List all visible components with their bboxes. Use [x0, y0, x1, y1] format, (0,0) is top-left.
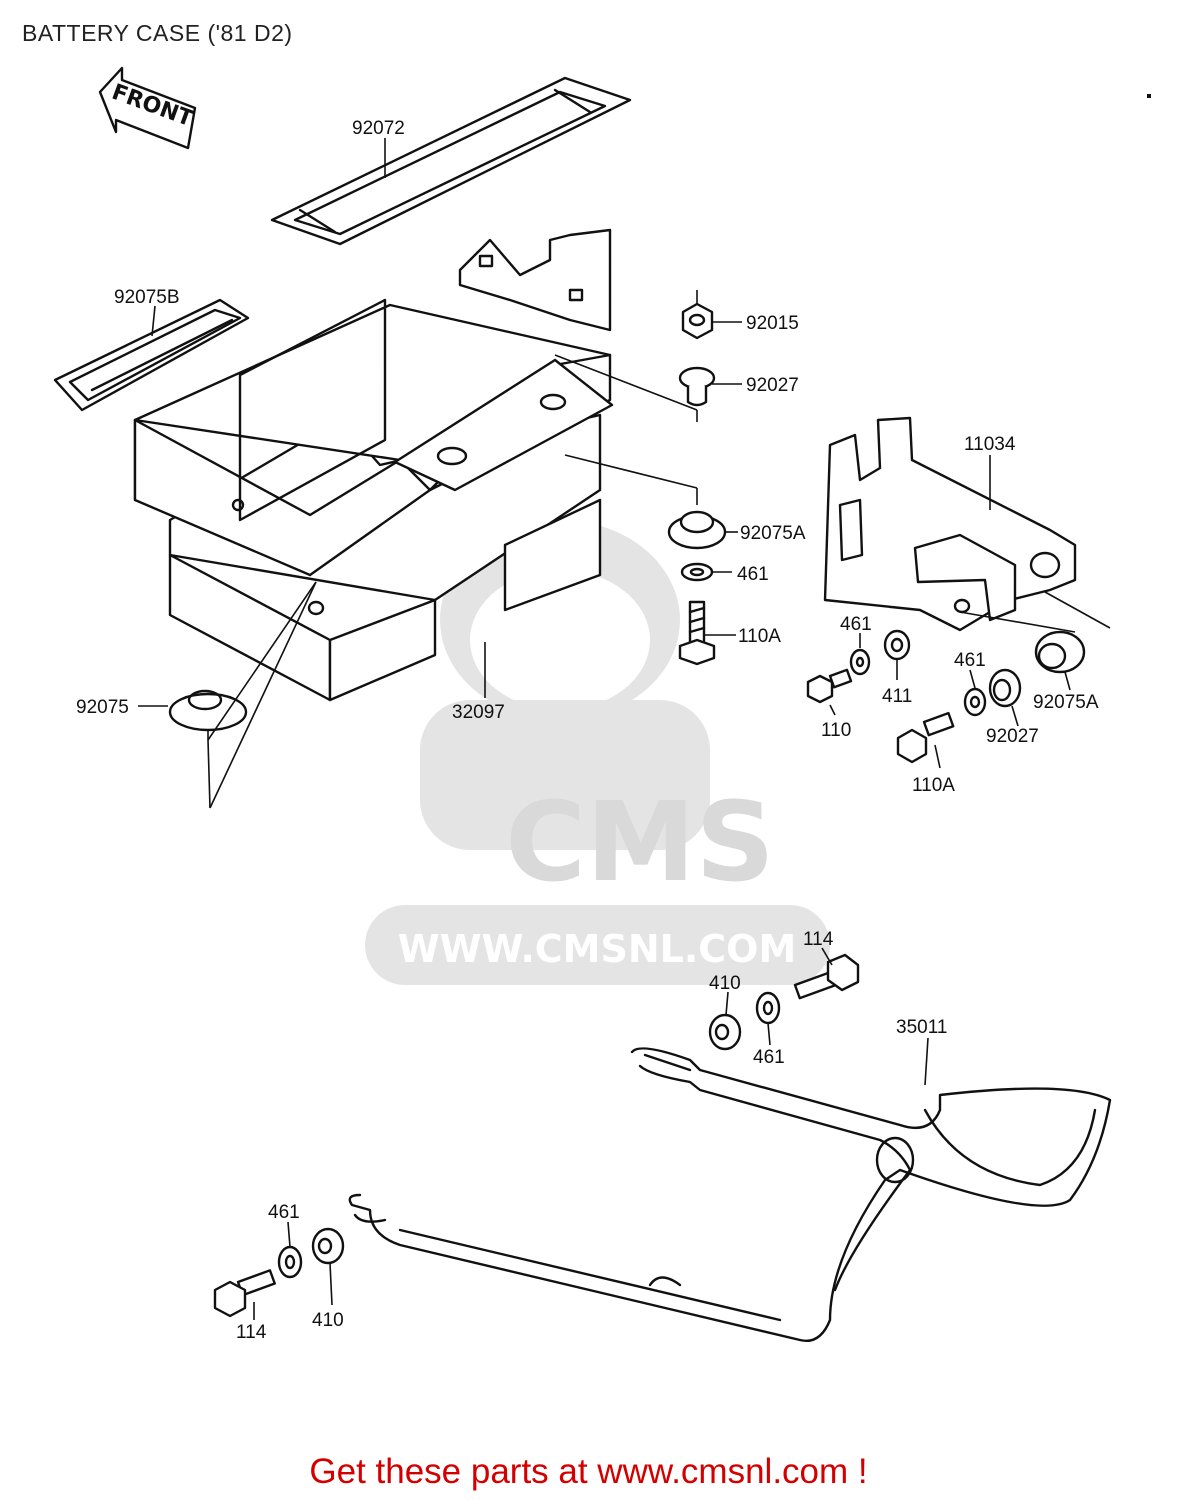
- rubber-pad-92075b: [53, 298, 250, 412]
- label-461-left: 461: [737, 564, 769, 585]
- washer-461-lower: [277, 1245, 303, 1279]
- label-92075: 92075: [76, 697, 129, 718]
- label-92075a-right: 92075A: [1033, 692, 1099, 713]
- label-110a-right: 110A: [912, 775, 955, 796]
- washer-411: [883, 629, 911, 661]
- label-92027-upper: 92027: [746, 375, 799, 396]
- label-114-upper: 114: [803, 929, 834, 950]
- label-461-lower: 461: [268, 1202, 300, 1223]
- label-11034: 11034: [964, 434, 1016, 455]
- front-direction-arrow: FRONT: [98, 66, 197, 150]
- rubber-mount-92075: [168, 689, 248, 732]
- battery-case: [133, 228, 614, 702]
- leader-lines: [138, 138, 1111, 1320]
- bolt-110a-right: [896, 711, 955, 764]
- washer-410-lower: [311, 1227, 345, 1265]
- label-461-upper: 461: [753, 1047, 785, 1068]
- label-114-lower: 114: [236, 1322, 267, 1343]
- label-35011: 35011: [896, 1017, 947, 1038]
- label-461-right-a: 461: [840, 614, 872, 635]
- grommet-92075a-right: [1034, 630, 1086, 674]
- bolt-110: [806, 668, 853, 704]
- bracket-11034: [823, 416, 1077, 632]
- washer-461-right-b: [963, 687, 987, 717]
- mount-nut-92015: [681, 290, 714, 340]
- label-92027-lower: 92027: [986, 726, 1039, 747]
- collar-92027-lower: [988, 668, 1022, 708]
- washer-461-upper: [755, 991, 781, 1025]
- footer-cta-link[interactable]: Get these parts at www.cmsnl.com !: [309, 1452, 868, 1491]
- bolt-114-lower: [213, 1269, 276, 1318]
- label-92075b: 92075B: [114, 287, 180, 308]
- battery-strap: [270, 76, 632, 246]
- label-110: 110: [821, 720, 851, 741]
- label-92075a-left: 92075A: [740, 523, 806, 544]
- watermark-mascot-body: [420, 700, 710, 850]
- watermark-url-plate: [365, 905, 830, 985]
- label-461-right-b: 461: [954, 650, 986, 671]
- frame-35011: [348, 1047, 1112, 1342]
- washer-461-right-a: [849, 648, 871, 676]
- label-411: 411: [882, 686, 912, 707]
- grommet-92075a-left: [667, 510, 727, 550]
- label-410-upper: 410: [709, 973, 741, 994]
- part-labels: 92072 92075B 92015 92027 11034 92075A 46…: [76, 118, 1099, 1343]
- collar-92027-upper: [678, 366, 716, 407]
- bolt-114-upper: [793, 953, 860, 1000]
- page-title: BATTERY CASE ('81 D2): [22, 20, 293, 46]
- watermark-url: WWW.CMSNL.COM: [398, 927, 797, 971]
- bolt-110a-left: [678, 600, 716, 666]
- corner-dot: [1147, 94, 1151, 98]
- watermark-brand: CMS: [505, 778, 774, 906]
- label-410-lower: 410: [312, 1310, 344, 1331]
- label-92015: 92015: [746, 313, 799, 334]
- washer-461-left: [680, 562, 714, 582]
- washer-410-upper: [708, 1013, 742, 1051]
- label-32097: 32097: [452, 702, 505, 723]
- label-92072: 92072: [352, 118, 405, 139]
- label-110a-left: 110A: [738, 626, 781, 647]
